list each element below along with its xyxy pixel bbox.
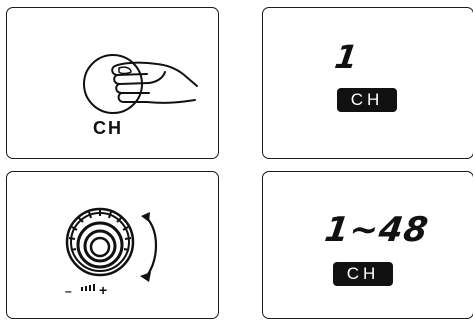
step-press-result-panel: 1 CH	[262, 7, 473, 159]
rotate-arrow-icon	[140, 212, 157, 282]
step-rotate-result-panel: 1~48 CH	[262, 171, 473, 319]
ch-badge: CH	[337, 88, 397, 112]
rotary-knob-icon	[65, 207, 135, 291]
step-press-ch-panel: CH	[6, 7, 219, 159]
step-rotate-knob-panel: – +	[6, 171, 219, 319]
ch-badge: CH	[333, 262, 393, 286]
ch-button-label: CH	[93, 118, 123, 138]
finger-press-icon	[83, 54, 198, 114]
channel-range-display: 1~48	[322, 210, 432, 250]
minus-symbol: –	[65, 284, 72, 298]
plus-symbol: +	[99, 282, 108, 298]
channel-number-display: 1	[332, 38, 360, 76]
